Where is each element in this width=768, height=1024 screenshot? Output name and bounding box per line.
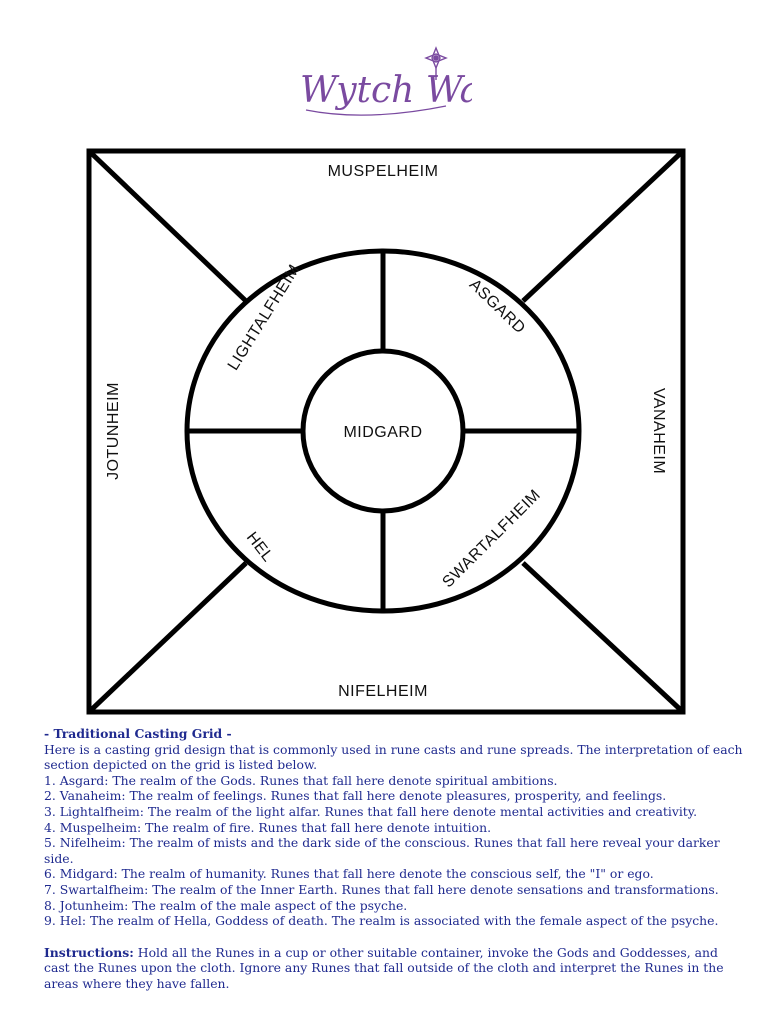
realm-item-4: 4. Muspelheim: The realm of fire. Runes …	[44, 819, 492, 835]
label-midgard: MIDGARD	[343, 424, 422, 441]
outer-square	[86, 148, 686, 715]
diagonal-top-right	[521, 149, 685, 303]
realm-item-2: 2. Vanaheim: The realm of feelings. Rune…	[44, 788, 667, 804]
label-swartalfheim: SWARTALFHEIM	[439, 486, 544, 591]
realm-item-8: 8. Jotunheim: The realm of the male aspe…	[44, 897, 408, 913]
label-jotunheim: JOTUNHEIM	[105, 382, 122, 480]
wytch-way-logo: Wytch Way	[300, 46, 472, 116]
realm-item-1: 1. Asgard: The realm of the Gods. Runes …	[44, 772, 558, 788]
instructions-body: Hold all the Runes in a cup or other sui…	[44, 944, 724, 991]
realm-item-5: 5. Nifelheim: The realm of mists and the…	[44, 835, 720, 866]
label-nifelheim: NIFELHEIM	[338, 683, 428, 700]
logo-text: Wytch Way	[300, 70, 472, 111]
realm-item-3: 3. Lightalfheim: The realm of the light …	[44, 803, 698, 819]
realm-item-9: 9. Hel: The realm of Hella, Goddess of d…	[44, 913, 719, 929]
label-vanaheim: VANAHEIM	[650, 388, 667, 474]
instructions-paragraph: Instructions: Hold all the Runes in a cu…	[44, 945, 744, 992]
instructions-label: Instructions:	[44, 944, 134, 960]
description-block: - Traditional Casting Grid - Here is a c…	[44, 726, 744, 992]
diagonal-bottom-left	[87, 561, 248, 714]
diagonal-bottom-right	[521, 561, 685, 714]
label-muspelheim: MUSPELHEIM	[328, 163, 439, 180]
ornament-icon	[424, 46, 448, 80]
realm-item-6: 6. Midgard: The realm of humanity. Runes…	[44, 866, 654, 882]
diagonal-top-left	[87, 149, 248, 303]
label-lightalfheim: LIGHTALFHEIM	[225, 262, 304, 374]
logo-flourish	[305, 105, 447, 116]
casting-grid: MUSPELHEIM NIFELHEIM JOTUNHEIM VANAHEIM …	[86, 148, 686, 715]
intro-paragraph: Here is a casting grid design that is co…	[44, 741, 743, 773]
section-heading: - Traditional Casting Grid -	[44, 726, 232, 741]
realm-item-7: 7. Swartalfheim: The realm of the Inner …	[44, 881, 719, 897]
